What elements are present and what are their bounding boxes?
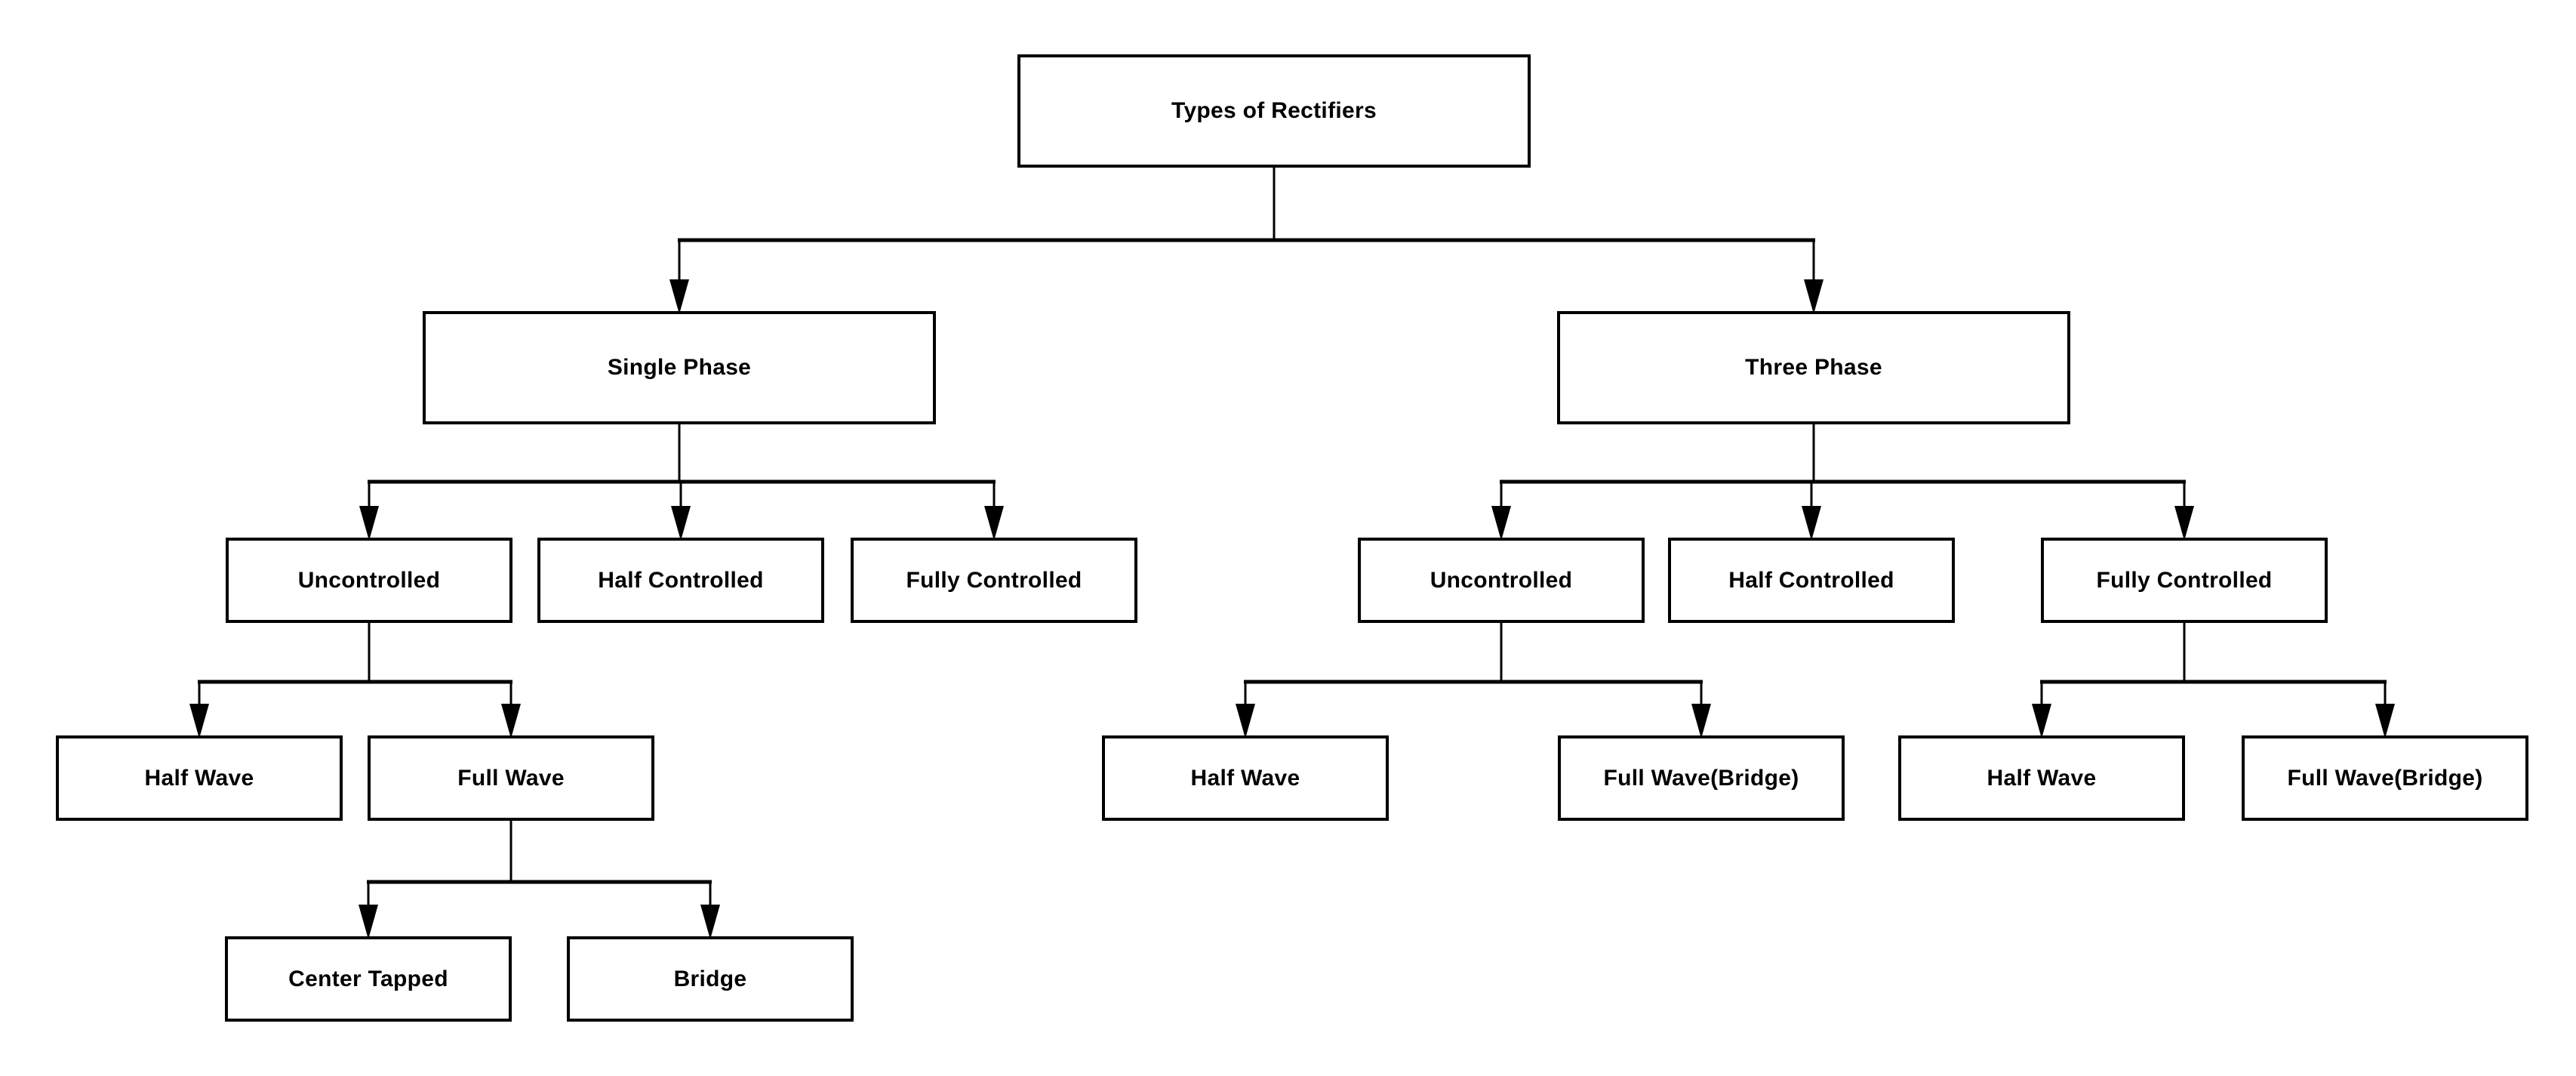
node-sp-fully-controlled: Fully Controlled [851,538,1137,623]
node-tp-fully-controlled: Fully Controlled [2041,538,2328,623]
node-bridge: Bridge [567,936,854,1022]
connector-tp-uncontrolled-to-wave-row [1236,623,1711,738]
connector-three-phase-to-control-row [1491,424,2194,541]
node-sp-full-wave: Full Wave [368,735,654,821]
connector-tp-fully-controlled-to-wave-row [2032,623,2395,738]
node-tp-unc-half-wave: Half Wave [1102,735,1389,821]
node-sp-half-controlled: Half Controlled [537,538,824,623]
node-types-of-rectifiers: Types of Rectifiers [1017,54,1531,168]
node-tp-half-controlled: Half Controlled [1668,538,1955,623]
node-tp-uncontrolled: Uncontrolled [1358,538,1645,623]
node-tp-fc-full-wave-bridge: Full Wave(Bridge) [2242,735,2528,821]
node-sp-uncontrolled: Uncontrolled [226,538,512,623]
node-three-phase: Three Phase [1557,311,2070,424]
connector-full-wave-to-bottom-row [359,821,720,939]
node-sp-half-wave: Half Wave [56,735,343,821]
node-single-phase: Single Phase [423,311,936,424]
connector-sp-uncontrolled-to-wave-row [189,623,521,738]
connector-root-to-phase-row [669,168,1824,314]
node-tp-fc-half-wave: Half Wave [1898,735,2185,821]
node-center-tapped: Center Tapped [225,936,512,1022]
connector-single-phase-to-control-row [359,424,1004,541]
node-tp-unc-full-wave-bridge: Full Wave(Bridge) [1558,735,1845,821]
